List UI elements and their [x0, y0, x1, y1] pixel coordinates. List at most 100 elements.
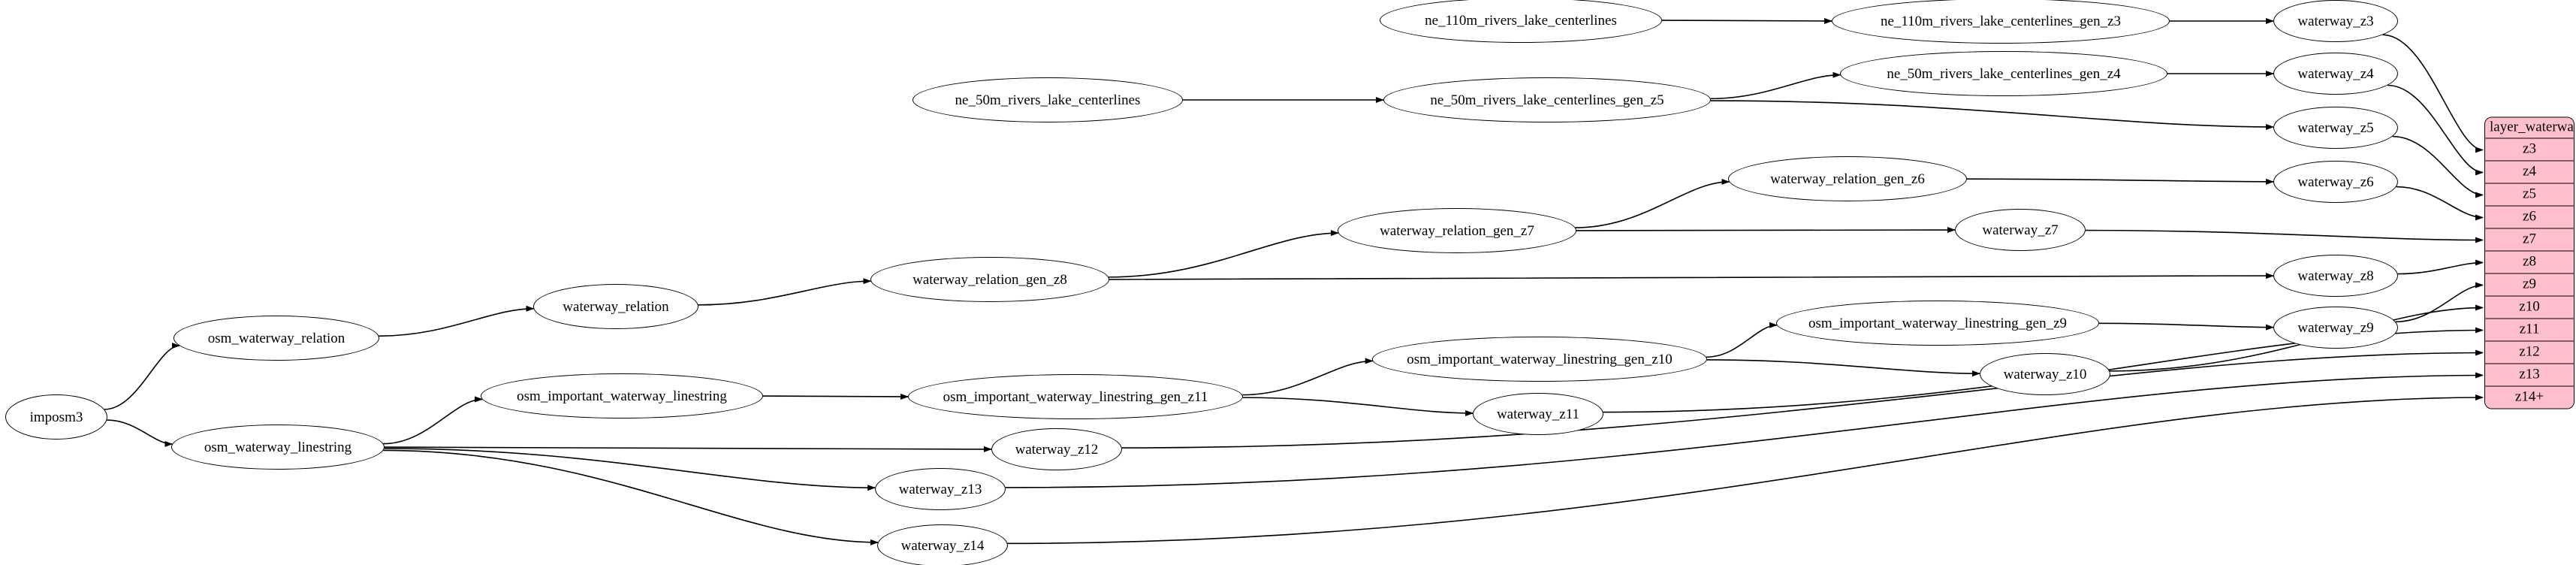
edge-waterway-relation-gen-z8--to--waterway-relation-gen-z7 [1109, 230, 1339, 278]
graph-node-ne-50m-rivers-lake-centerlines-gen-z5[interactable]: ne_50m_rivers_lake_centerlines_gen_z5 [1383, 77, 1711, 122]
edge-waterway-z8--to--layer-waterway-z8 [2397, 259, 2484, 275]
graph-node-ne-50m-rivers-lake-centerlines[interactable]: ne_50m_rivers_lake_centerlines [912, 77, 1183, 122]
layer-table-row-z3[interactable]: z3 [2485, 138, 2574, 162]
graph-node-waterway-relation-gen-z8[interactable]: waterway_relation_gen_z8 [870, 257, 1109, 302]
edge-osm-waterway-linestring--to--waterway-z12 [384, 446, 992, 452]
node-label: waterway_z3 [2297, 13, 2374, 29]
node-label: waterway_z13 [898, 481, 982, 497]
node-label: osm_waterway_relation [207, 330, 345, 346]
edge-osm-important-waterway-linestring--to--osm-important-waterway-linestring-gen-z11 [762, 393, 909, 400]
node-label: waterway_relation_gen_z7 [1380, 222, 1534, 239]
edge-imposm3--to--osm-waterway-relation [104, 343, 181, 410]
graph-node-imposm3[interactable]: imposm3 [5, 394, 107, 440]
graph-node-waterway-relation-gen-z7[interactable]: waterway_relation_gen_z7 [1338, 208, 1576, 253]
graph-node-waterway-z5[interactable]: waterway_z5 [2273, 107, 2398, 149]
graph-node-waterway-relation-gen-z6[interactable]: waterway_relation_gen_z6 [1728, 156, 1967, 201]
edge-waterway-relation--to--waterway-relation-gen-z8 [698, 278, 872, 306]
layer-table-row-z10[interactable]: z10 [2485, 296, 2574, 319]
edge-osm-important-waterway-linestring-gen-z10--to--waterway-z10 [1706, 359, 1981, 377]
layer-table-row-z13[interactable]: z13 [2485, 364, 2574, 387]
layer-table-row-z5[interactable]: z5 [2485, 183, 2574, 207]
edge-ne-50m-rivers-lake-centerlines-gen-z5--to--ne-50m-rivers-lake-centerlines-gen-z4 [1710, 71, 1842, 100]
node-label: waterway_z4 [2297, 65, 2374, 82]
node-label: imposm3 [29, 409, 83, 425]
edge-osm-waterway-linestring--to--waterway-z14 [383, 449, 879, 545]
graph-node-osm-important-waterway-linestring-gen-z9[interactable]: osm_important_waterway_linestring_gen_z9 [1776, 301, 2099, 346]
graph-node-waterway-z14[interactable]: waterway_z14 [877, 524, 1008, 565]
edge-osm-waterway-relation--to--waterway-relation [379, 305, 535, 337]
node-label: osm_important_waterway_linestring [517, 388, 727, 404]
edge-osm-important-waterway-linestring-gen-z11--to--waterway-z11 [1242, 397, 1474, 416]
graph-node-ne-50m-rivers-lake-centerlines-gen-z4[interactable]: ne_50m_rivers_lake_centerlines_gen_z4 [1840, 51, 2167, 96]
layer-table-row-z4[interactable]: z4 [2485, 161, 2574, 184]
edge-waterway-z5--to--layer-waterway-z5 [2392, 135, 2484, 198]
node-label: waterway_z12 [1015, 441, 1099, 458]
graph-node-waterway-z4[interactable]: waterway_z4 [2273, 53, 2398, 95]
node-label: waterway_z5 [2297, 119, 2374, 136]
edge-waterway-relation-gen-z6--to--waterway-z6 [1966, 178, 2274, 185]
edge-osm-waterway-linestring--to--osm-important-waterway-linestring [383, 396, 484, 445]
edge-waterway-z4--to--layer-waterway-z4 [2387, 84, 2484, 176]
node-label: waterway_relation [563, 298, 669, 315]
graph-node-waterway-z9[interactable]: waterway_z9 [2273, 307, 2398, 349]
graph-node-osm-waterway-relation[interactable]: osm_waterway_relation [173, 316, 379, 361]
edge-imposm3--to--osm-waterway-linestring [107, 419, 173, 447]
node-label: ne_110m_rivers_lake_centerlines [1425, 12, 1617, 29]
graph-node-waterway-z11[interactable]: waterway_z11 [1473, 393, 1603, 435]
edge-paths [104, 17, 2484, 545]
layer-table-row-z6[interactable]: z6 [2485, 206, 2574, 229]
node-label: ne_110m_rivers_lake_centerlines_gen_z3 [1880, 13, 2122, 29]
edge-waterway-z6--to--layer-waterway-z6 [2396, 186, 2484, 221]
layer-table-row-z9[interactable]: z9 [2485, 273, 2574, 297]
layer-table-row-z8[interactable]: z8 [2485, 251, 2574, 274]
edge-ne-110m-rivers-lake-centerlines--to--ne-110m-rivers-lake-centerlines-gen-z3 [1661, 17, 1832, 24]
edge-waterway-relation-gen-z8--to--waterway-z8 [1109, 273, 2274, 280]
edge-waterway-z7--to--layer-waterway-z7 [2085, 229, 2484, 243]
edge-ne-50m-rivers-lake-centerlines-gen-z5--to--waterway-z5 [1710, 100, 2275, 131]
node-label: osm_important_waterway_linestring_gen_z9 [1808, 315, 2068, 331]
node-label: waterway_z6 [2297, 174, 2374, 190]
graph-node-osm-important-waterway-linestring-gen-z11[interactable]: osm_important_waterway_linestring_gen_z1… [908, 374, 1243, 419]
node-label: ne_50m_rivers_lake_centerlines_gen_z4 [1887, 65, 2121, 82]
graph-node-waterway-z3[interactable]: waterway_z3 [2273, 0, 2398, 42]
graph-node-waterway-z10[interactable]: waterway_z10 [1980, 353, 2110, 395]
edge-osm-important-waterway-linestring-gen-z10--to--osm-important-waterway-linestring-gen-z9 [1706, 322, 1778, 358]
graph-node-ne-110m-rivers-lake-centerlines-gen-z3[interactable]: ne_110m_rivers_lake_centerlines_gen_z3 [1832, 0, 2170, 44]
node-label: waterway_z14 [900, 537, 985, 554]
node-label: ne_50m_rivers_lake_centerlines_gen_z5 [1430, 92, 1664, 108]
graph-node-ne-110m-rivers-lake-centerlines[interactable]: ne_110m_rivers_lake_centerlines [1380, 0, 1662, 43]
node-label: waterway_z7 [1982, 222, 2059, 238]
node-label: ne_50m_rivers_lake_centerlines [955, 92, 1141, 108]
layer-table-row-z7[interactable]: z7 [2485, 228, 2574, 252]
edge-osm-important-waterway-linestring-gen-z9--to--waterway-z9 [2098, 322, 2275, 331]
graph-node-osm-waterway-linestring[interactable]: osm_waterway_linestring [171, 425, 385, 470]
edge-waterway-z3--to--layer-waterway-z3 [2382, 34, 2484, 153]
node-label: osm_important_waterway_linestring_gen_z1… [1407, 351, 1673, 367]
graph-node-waterway-z7[interactable]: waterway_z7 [1955, 209, 2086, 251]
node-label: waterway_relation_gen_z8 [912, 271, 1067, 288]
node-label: waterway_z10 [2003, 366, 2087, 382]
graph-node-osm-important-waterway-linestring-gen-z10[interactable]: osm_important_waterway_linestring_gen_z1… [1372, 337, 1707, 382]
edge-waterway-relation-gen-z7--to--waterway-relation-gen-z6 [1575, 178, 1730, 228]
graph-node-waterway-z12[interactable]: waterway_z12 [991, 428, 1122, 470]
graph-node-waterway-z6[interactable]: waterway_z6 [2273, 161, 2398, 203]
graph-node-osm-important-waterway-linestring[interactable]: osm_important_waterway_linestring [481, 373, 763, 418]
layer-table-row-z12[interactable]: z12 [2485, 341, 2574, 364]
layer-table-row-z11[interactable]: z11 [2485, 319, 2574, 342]
edge-waterway-z9--to--layer-waterway-z9 [2395, 282, 2484, 323]
edge-waterway-z14--to--layer-waterway-z14- [1007, 394, 2484, 545]
node-label: waterway_z11 [1496, 406, 1580, 422]
layer-table-title: layer_waterway [2485, 117, 2574, 139]
edge-waterway-relation-gen-z7--to--waterway-z7 [1576, 227, 1956, 234]
node-label: waterway_z9 [2297, 319, 2374, 336]
graph-node-waterway-z13[interactable]: waterway_z13 [875, 468, 1006, 510]
graph-node-waterway-z8[interactable]: waterway_z8 [2273, 255, 2398, 297]
node-label: waterway_z8 [2297, 267, 2374, 284]
layer-table-row-z14plus[interactable]: z14+ [2485, 386, 2574, 409]
node-label: osm_important_waterway_linestring_gen_z1… [943, 388, 1208, 405]
graph-node-waterway-relation[interactable]: waterway_relation [533, 284, 698, 329]
edge-osm-important-waterway-linestring-gen-z11--to--osm-important-waterway-linestring-gen-z10 [1242, 358, 1374, 396]
